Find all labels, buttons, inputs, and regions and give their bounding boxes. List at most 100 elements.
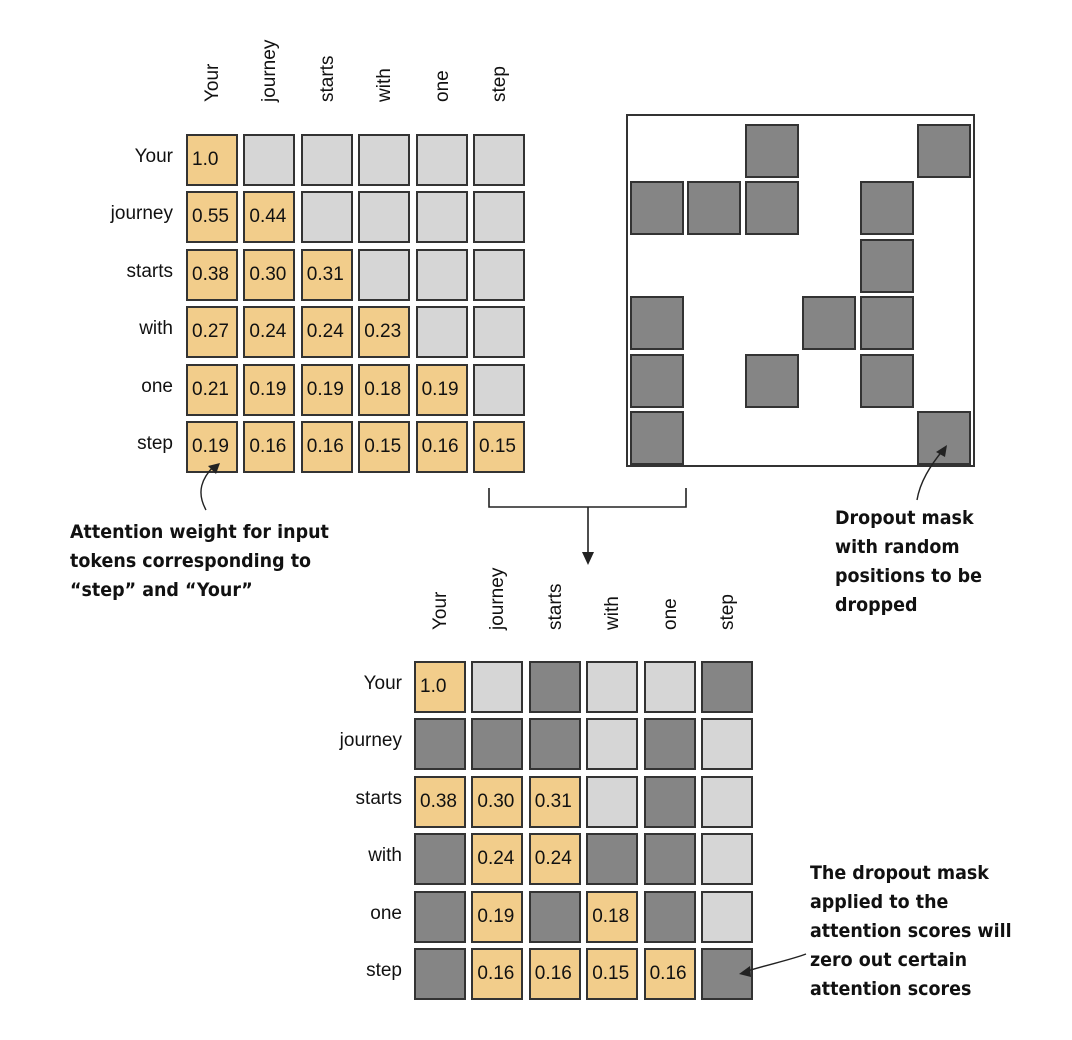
attention-note-line: “step” and “Your” — [70, 579, 253, 601]
mask-dropped-cell — [744, 181, 799, 236]
matrix-cell — [586, 661, 639, 713]
matrix-cell — [701, 833, 753, 886]
mask-dropped-cell — [859, 238, 914, 293]
mask-dropped-cell — [802, 296, 857, 351]
matrix-cell: 0.55 — [186, 191, 238, 244]
row-label-step: step — [366, 960, 402, 981]
matrix-cell — [701, 661, 753, 713]
mask-note-line: with random — [835, 536, 960, 558]
matrix-cell: 0.30 — [471, 775, 524, 828]
mask-note: Dropout mask with random positions to be… — [835, 504, 982, 620]
row-label-one: one — [141, 375, 173, 397]
matrix-cell — [414, 890, 466, 943]
matrix-cell: 0.16 — [300, 421, 353, 473]
mask-note-line: positions to be — [835, 565, 983, 587]
row-label-your: Your — [134, 146, 173, 167]
matrix-cell: 0.44 — [243, 191, 296, 244]
matrix-cell — [415, 306, 468, 359]
matrix-cell: 0.21 — [186, 363, 238, 416]
matrix-cell — [643, 833, 696, 886]
matrix-cell — [473, 248, 525, 301]
result-note-line: applied to the — [810, 891, 949, 913]
matrix-cell — [586, 833, 639, 886]
matrix-cell — [586, 718, 639, 771]
result-note-line: zero out certain — [810, 949, 968, 971]
matrix-cell — [473, 134, 525, 186]
mask-dropped-cell — [859, 353, 914, 408]
matrix-cell: 0.27 — [186, 306, 238, 359]
matrix-cell: 0.38 — [414, 775, 466, 828]
row-label-journey: journey — [339, 730, 402, 752]
matrix-cell: 0.23 — [358, 306, 411, 359]
mask-dropped-cell — [630, 353, 684, 408]
matrix-cell — [414, 718, 466, 771]
mask-dropped-cell — [744, 124, 799, 178]
row-label-step: step — [137, 433, 173, 454]
matrix-cell: 0.24 — [528, 833, 581, 886]
matrix-cell: 0.31 — [528, 775, 581, 828]
matrix-cell — [701, 718, 753, 771]
mask-note-line: dropped — [835, 594, 918, 616]
matrix-cell — [414, 833, 466, 886]
mask-dropped-cell — [859, 296, 914, 351]
mask-dropped-cell — [917, 411, 971, 465]
matrix-cell — [415, 191, 468, 244]
result-note-line: attention scores will — [810, 920, 1012, 942]
matrix-cell — [415, 134, 468, 186]
matrix-cell: 0.16 — [528, 948, 581, 1000]
matrix-cell — [473, 306, 525, 359]
matrix-cell — [243, 134, 296, 186]
matrix-cell: 0.24 — [300, 306, 353, 359]
matrix-cell: 0.16 — [243, 421, 296, 473]
row-label-with: with — [368, 845, 402, 867]
row-label-starts: starts — [126, 260, 173, 282]
matrix-cell — [358, 134, 411, 186]
matrix-cell: 0.24 — [471, 833, 524, 886]
matrix-cell — [643, 718, 696, 771]
result-note-pointer — [743, 953, 807, 973]
mask-note-line: Dropout mask — [835, 507, 974, 529]
matrix-cell — [473, 363, 525, 416]
row-label-with: with — [139, 318, 173, 340]
matrix-cell: 0.16 — [415, 421, 468, 473]
matrix-cell: 0.15 — [586, 948, 639, 1000]
matrix-cell: 0.16 — [643, 948, 696, 1000]
attention-note-arrowhead — [208, 463, 220, 474]
matrix-cell — [643, 661, 696, 713]
matrix-cell — [586, 775, 639, 828]
attention-note-line: Attention weight for input — [70, 521, 329, 543]
attention-note: Attention weight for input tokens corres… — [70, 518, 329, 605]
matrix-cell: 0.15 — [358, 421, 411, 473]
mask-dropped-cell — [630, 296, 684, 351]
attention-note-pointer — [200, 465, 215, 511]
matrix-cell: 0.15 — [473, 421, 525, 473]
dropout-mask-matrix — [626, 114, 975, 467]
matrix-cell — [643, 775, 696, 828]
attention-note-line: tokens corresponding to — [70, 550, 312, 572]
mask-dropped-cell — [687, 181, 742, 236]
matrix-cell — [528, 661, 581, 713]
matrix-cell: 0.19 — [300, 363, 353, 416]
mask-note-pointer — [916, 449, 944, 501]
matrix-cell — [528, 890, 581, 943]
matrix-cell — [471, 718, 524, 771]
row-label-your: Your — [363, 673, 402, 694]
matrix-cell: 0.30 — [243, 248, 296, 301]
row-label-journey: journey — [110, 203, 173, 225]
matrix-cell — [471, 661, 524, 713]
matrix-cell — [643, 890, 696, 943]
matrix-cell: 1.0 — [186, 134, 238, 186]
matrix-cell — [528, 718, 581, 771]
mask-note-arrowhead — [936, 445, 947, 457]
matrix-cell: 0.19 — [415, 363, 468, 416]
mask-dropped-cell — [859, 181, 914, 236]
matrix-cell — [358, 191, 411, 244]
matrix-cell — [701, 948, 753, 1000]
result-note-arrowhead — [739, 966, 751, 977]
matrix-cell — [473, 191, 525, 244]
row-label-one: one — [370, 902, 402, 924]
matrix-cell: 0.19 — [186, 421, 238, 473]
mask-dropped-cell — [630, 411, 684, 465]
row-label-starts: starts — [355, 787, 402, 809]
